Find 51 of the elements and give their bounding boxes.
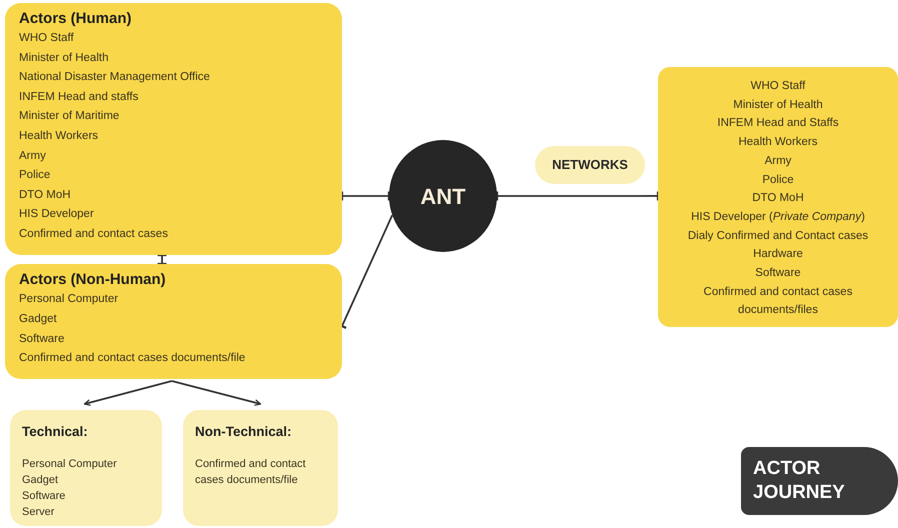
list-item: HIS Developer xyxy=(19,207,95,222)
list-item: National Disaster Management Office xyxy=(19,70,211,86)
ant-label: ANT xyxy=(420,182,466,210)
actor-card xyxy=(5,264,342,379)
list-item: Police xyxy=(19,168,52,184)
list-item: Minister of Health xyxy=(732,98,824,113)
list-item: Confirmed and contact cases documents/file xyxy=(19,351,246,366)
list-item: Minister of Maritime xyxy=(19,109,120,124)
connector-line xyxy=(158,254,167,266)
list-item: Dialy Confirmed and Contact cases xyxy=(686,228,870,244)
arrow xyxy=(84,380,172,406)
list-item: WHO Staff xyxy=(19,31,75,46)
category-card xyxy=(10,410,162,526)
list-item: Personal Computer xyxy=(22,457,118,472)
list-item: DTO MoH xyxy=(751,191,805,206)
list-item: Confirmed and contact cases documents/files xyxy=(702,284,854,318)
list-item: Army xyxy=(19,148,47,164)
list-item: Confirmed and contact cases documents/file xyxy=(195,457,307,488)
networks-label: NETWORKS xyxy=(552,156,628,174)
list-item: Server xyxy=(22,505,56,520)
list-item: WHO Staff xyxy=(750,79,806,94)
networks-pill xyxy=(535,146,645,184)
list-item: Software xyxy=(22,489,66,504)
list-item: Health Workers xyxy=(737,135,819,150)
journey-badge xyxy=(741,447,898,515)
list-item: INFEM Head and staffs xyxy=(19,90,140,105)
connector-line xyxy=(340,192,390,201)
list-item: Confirmed and contact cases xyxy=(19,226,169,242)
list-item: HIS Developer (Private Company) xyxy=(690,210,866,225)
list-item: INFEM Head and Staffs xyxy=(716,116,840,132)
category-card xyxy=(183,410,338,526)
card-heading: Technical: xyxy=(22,423,89,441)
list-item: Personal Computer xyxy=(19,292,120,307)
list-item: Software xyxy=(754,266,802,282)
connector-line xyxy=(496,191,660,200)
arrow xyxy=(172,380,262,406)
list-item: Minister of Health xyxy=(19,50,110,66)
card-heading: Actors (Human) xyxy=(19,9,133,29)
list-item: Police xyxy=(761,172,795,188)
list-item: Health Workers xyxy=(19,128,100,144)
card-heading: Non-Technical: xyxy=(195,423,293,441)
card-heading: Actors (Non-Human) xyxy=(19,270,167,290)
list-item: Hardware xyxy=(752,247,804,262)
list-item: Gadget xyxy=(22,473,60,488)
actor-card xyxy=(5,3,342,255)
list-item: DTO MoH xyxy=(19,188,72,203)
network-card xyxy=(658,67,898,327)
badge-label: ACTOR JOURNEY xyxy=(753,457,846,505)
list-item: Army xyxy=(764,154,792,169)
list-item: Gadget xyxy=(19,312,58,327)
list-item: Software xyxy=(19,332,66,347)
